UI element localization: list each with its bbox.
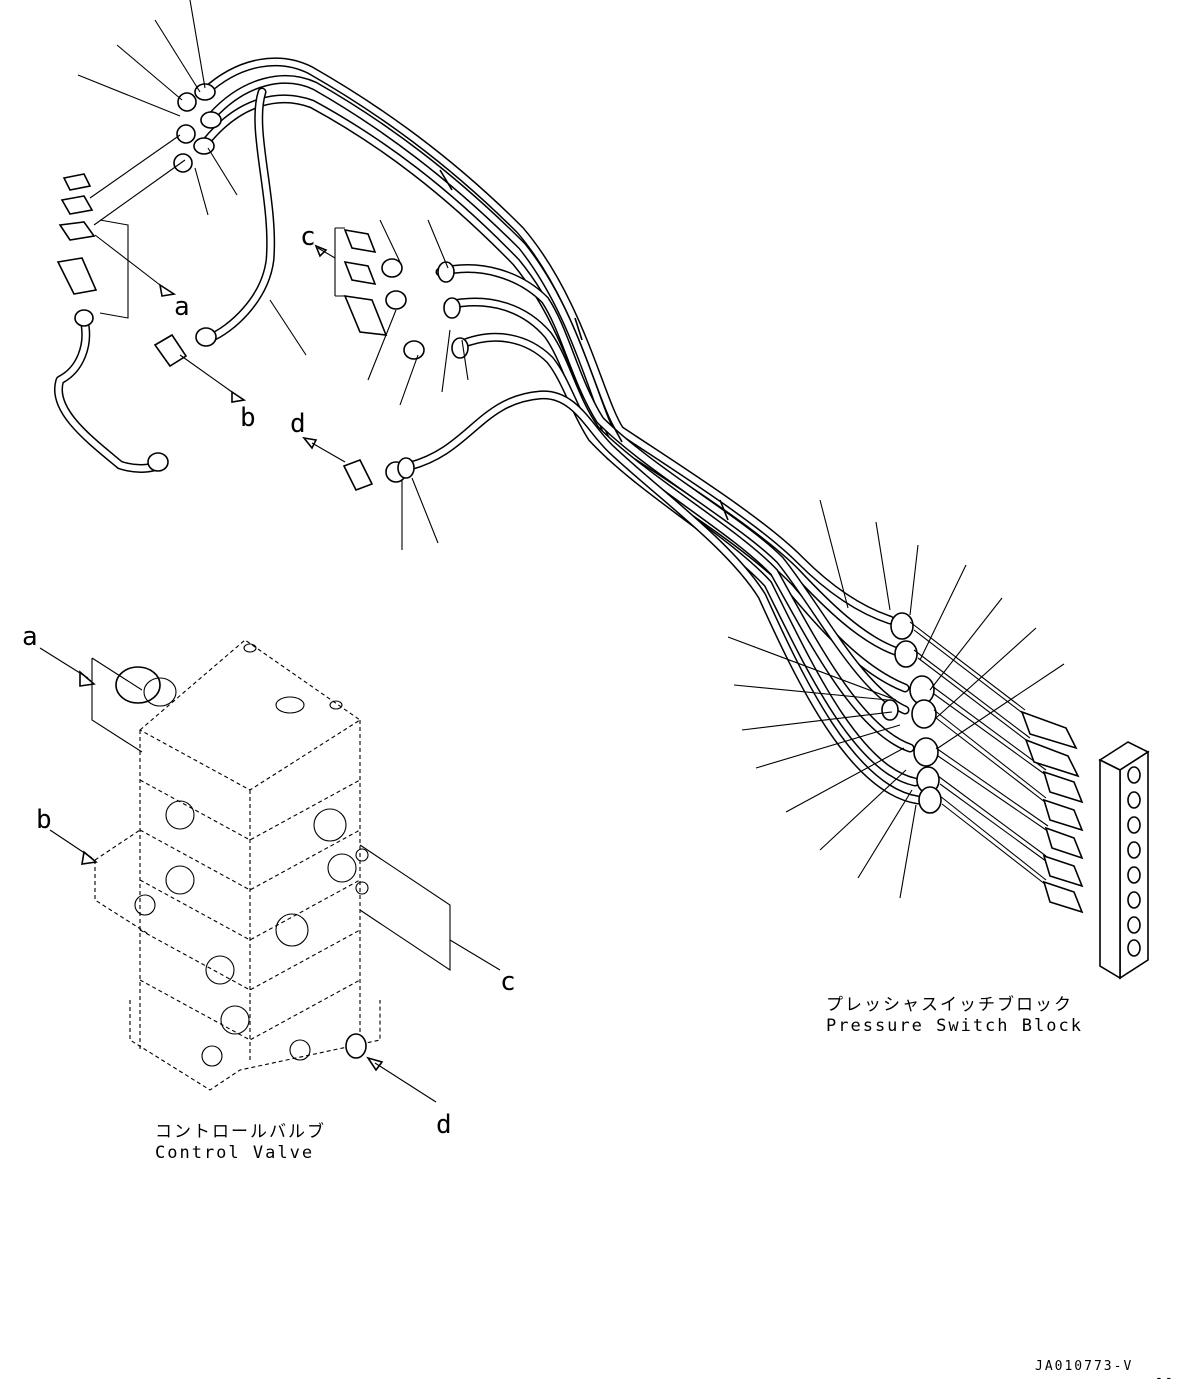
ref-label-d-valve: d [436, 1110, 452, 1140]
ref-label-c-valve: c [500, 967, 516, 997]
corner-mark: ‐‐ [1155, 1371, 1175, 1382]
ref-label-b-valve: b [36, 805, 52, 835]
ref-label-c-top: c [300, 222, 316, 252]
reference-letters: a b c d a b c d [22, 222, 516, 1140]
ref-label-b-top: b [240, 403, 256, 433]
leader-lines-top-left [77, 0, 307, 356]
control-valve-caption-en: Control Valve [155, 1143, 314, 1163]
pressure-block-caption-jp: プレッシャスイッチブロック [826, 994, 1073, 1015]
pressure-block-caption-en: Pressure Switch Block [826, 1016, 1083, 1036]
ref-label-a-valve: a [22, 622, 38, 652]
pressure-side-fittings [727, 499, 1084, 914]
fitting-group-c [314, 219, 469, 406]
ref-label-d-top: d [290, 409, 306, 439]
control-valve-caption-jp: コントロールバルブ [155, 1121, 326, 1142]
captions: コントロールバルブ Control Valve プレッシャスイッチブロック Pr… [155, 994, 1175, 1382]
hose-bundle [200, 57, 923, 805]
pressure-switch-block [1098, 741, 1150, 980]
ref-label-a-top: a [174, 292, 190, 322]
elbow-fitting-b [153, 333, 247, 403]
fitting-d [302, 436, 439, 550]
control-valve [39, 639, 501, 1103]
drawing-code: JA010773-V [1035, 1359, 1133, 1374]
adapter-group-a [53, 173, 177, 473]
